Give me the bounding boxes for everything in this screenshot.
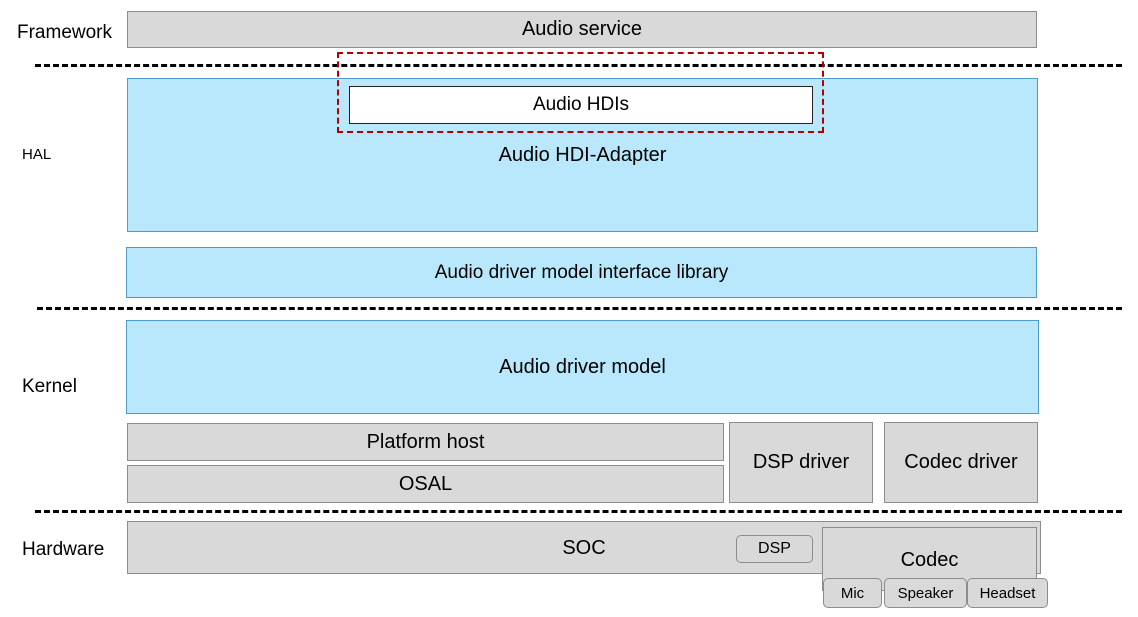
audio-service-label: Audio service bbox=[521, 18, 643, 40]
divider-kernel-hardware bbox=[35, 510, 1122, 513]
layer-label-framework: Framework bbox=[17, 22, 113, 43]
audio-hdis-highlight bbox=[337, 52, 824, 133]
dsp-chip: DSP bbox=[736, 535, 813, 563]
dsp-driver-label: DSP driver bbox=[752, 451, 850, 473]
speaker-chip: Speaker bbox=[884, 578, 967, 608]
codec-driver-label: Codec driver bbox=[904, 451, 1018, 473]
divider-hal-kernel bbox=[37, 307, 1122, 310]
interface-library-label: Audio driver model interface library bbox=[434, 261, 729, 283]
osal-label: OSAL bbox=[398, 472, 453, 495]
divider-framework-hal bbox=[35, 64, 1122, 67]
audio-hdis-label: Audio HDIs bbox=[532, 94, 630, 115]
audio-driver-model-box: Audio driver model bbox=[126, 320, 1039, 414]
platform-host-label: Platform host bbox=[366, 430, 485, 453]
dsp-label: DSP bbox=[758, 540, 791, 557]
mic-label: Mic bbox=[840, 584, 865, 602]
codec-driver-box: Codec driver bbox=[884, 422, 1038, 503]
layer-label-kernel: Kernel bbox=[22, 376, 77, 397]
headset-chip: Headset bbox=[967, 578, 1048, 608]
layer-label-hardware: Hardware bbox=[22, 539, 105, 560]
osal-box: OSAL bbox=[127, 465, 724, 503]
hdi-adapter-label: Audio HDI-Adapter bbox=[498, 144, 667, 166]
codec-label: Codec bbox=[900, 549, 959, 571]
soc-label: SOC bbox=[562, 537, 606, 559]
layer-label-hal: HAL bbox=[22, 146, 52, 163]
audio-service-box: Audio service bbox=[127, 11, 1037, 48]
speaker-label: Speaker bbox=[897, 584, 954, 602]
audio-driver-model-label: Audio driver model bbox=[499, 355, 666, 378]
headset-label: Headset bbox=[979, 584, 1036, 602]
audio-hdis-box: Audio HDIs bbox=[349, 86, 813, 124]
platform-host-box: Platform host bbox=[127, 423, 724, 461]
mic-chip: Mic bbox=[823, 578, 882, 608]
interface-library-box: Audio driver model interface library bbox=[126, 247, 1037, 298]
dsp-driver-box: DSP driver bbox=[729, 422, 873, 503]
